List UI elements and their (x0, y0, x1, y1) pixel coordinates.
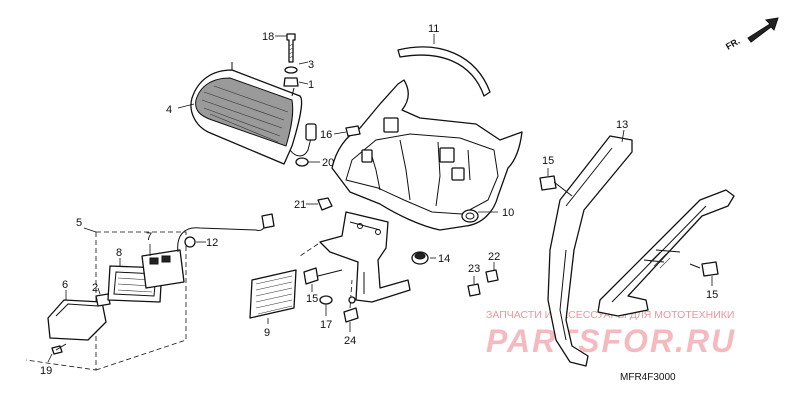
callout-3: 3 (308, 59, 314, 71)
callout-15-left: 15 (306, 293, 318, 305)
clip-part-20 (295, 157, 320, 167)
callout-2: 2 (92, 282, 98, 294)
callout-9: 9 (264, 327, 270, 339)
reflector-part (249, 269, 297, 324)
screw-part-19 (47, 343, 67, 363)
bolt-stack-parts (275, 33, 309, 87)
callout-15-upper: 15 (542, 155, 554, 167)
watermark-brand: PARTSFOR.RU (486, 323, 736, 359)
bolt-part-15-lower (689, 261, 719, 286)
front-direction-arrow-icon: FR. (724, 17, 779, 52)
bolt-part-17 (319, 295, 333, 316)
callout-21: 21 (294, 199, 306, 211)
bolt-part-15-left (303, 267, 343, 292)
nut-part-23 (467, 276, 481, 297)
tail-light-unit-part (177, 62, 317, 165)
callout-4: 4 (166, 104, 172, 116)
bolt-part-15-upper (539, 168, 573, 197)
callout-1: 1 (308, 79, 314, 91)
callout-24: 24 (344, 335, 356, 347)
callout-18: 18 (262, 31, 274, 43)
nut-part-21 (306, 197, 333, 211)
watermark: ЗАПЧАСТИ И АКСЕССУАРЫ ДЛЯ МОТОТЕХНИКИ PA… (486, 309, 736, 359)
callout-12: 12 (206, 237, 218, 249)
callout-7: 7 (146, 231, 152, 243)
callout-17: 17 (320, 319, 332, 331)
diagram-code: MFR4F3000 (620, 372, 676, 383)
callout-22: 22 (488, 251, 500, 263)
callout-15-lower: 15 (706, 289, 718, 301)
bulb-part (95, 287, 111, 307)
callout-20: 20 (322, 157, 334, 169)
callout-10: 10 (502, 207, 514, 219)
socket-harness-part (141, 213, 275, 289)
bolt-part-24 (343, 279, 359, 332)
grommet-part-12 (184, 236, 206, 248)
grommet-part-14 (411, 251, 436, 265)
nut-part-22 (485, 262, 499, 283)
front-direction-label: FR. (724, 36, 742, 52)
callout-13: 13 (616, 119, 628, 131)
seal-strip-part (397, 34, 491, 97)
license-light-group (25, 227, 187, 371)
license-bracket-part (299, 211, 411, 303)
license-light-lens-part (47, 290, 107, 341)
callout-5: 5 (76, 217, 82, 229)
rear-fender-part (331, 79, 523, 231)
callout-8: 8 (116, 247, 122, 259)
callout-16: 16 (320, 129, 332, 141)
callout-6: 6 (62, 279, 68, 291)
clip-part-16 (333, 125, 361, 137)
callout-labels: 1 2 3 4 5 6 7 8 9 10 11 12 13 14 15 15 1… (40, 23, 718, 377)
callout-23: 23 (468, 263, 480, 275)
callout-14: 14 (438, 253, 450, 265)
callout-11: 11 (428, 23, 439, 35)
callout-19: 19 (40, 365, 52, 377)
